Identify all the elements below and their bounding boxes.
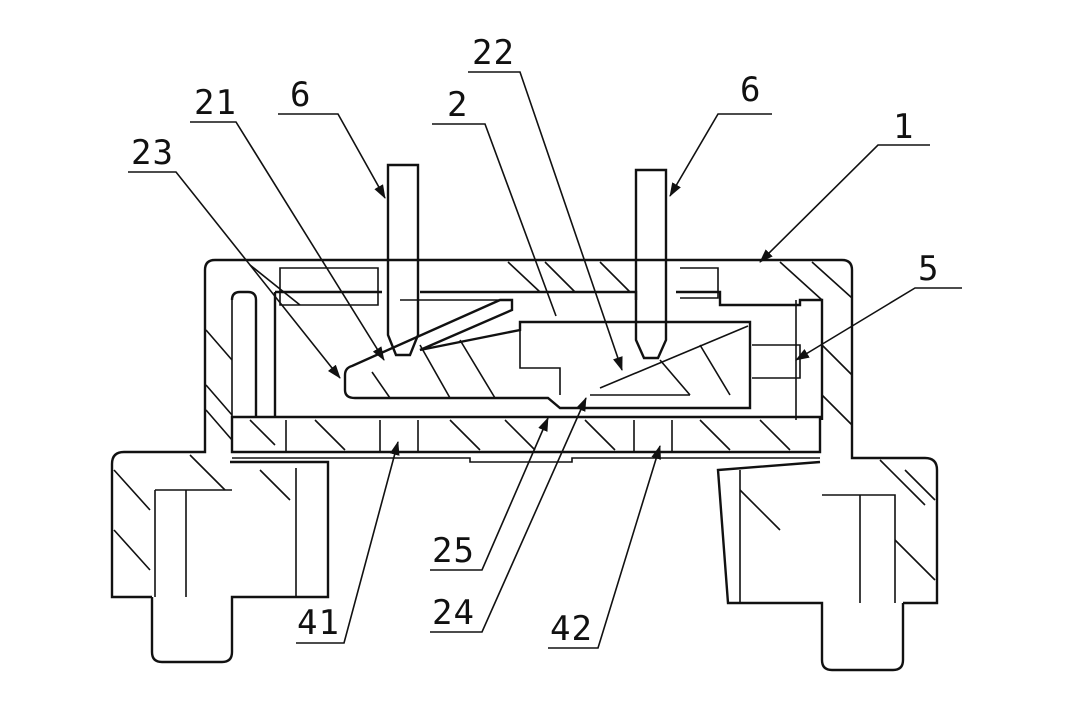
- label-1: 1: [893, 107, 914, 147]
- reference-numerals: 6 6 1 5 2 22 21 23 25 24 41 42: [131, 33, 939, 649]
- label-23: 23: [131, 133, 174, 173]
- label-22: 22: [472, 33, 515, 73]
- terminals: [386, 163, 668, 360]
- label-5: 5: [918, 249, 939, 289]
- label-41: 41: [297, 603, 340, 643]
- label-6-left: 6: [290, 75, 311, 115]
- label-24: 24: [432, 593, 475, 633]
- housing: [110, 258, 939, 672]
- label-21: 21: [194, 83, 237, 123]
- label-2: 2: [447, 85, 468, 125]
- label-25: 25: [432, 531, 475, 571]
- housing-hatching: [113, 261, 936, 581]
- label-6-right: 6: [740, 70, 761, 110]
- label-42: 42: [550, 609, 593, 649]
- leader-lines: [128, 71, 962, 649]
